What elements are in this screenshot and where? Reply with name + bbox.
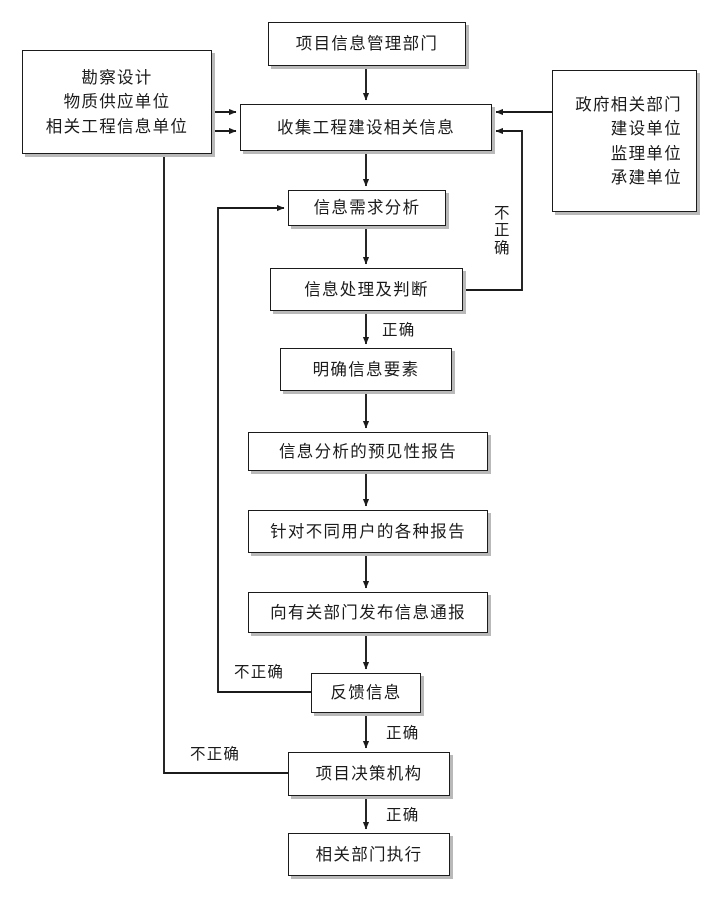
node-label: 反馈信息 [330,683,402,703]
node-label-line-3: 相关工程信息单位 [45,116,189,136]
node-label: 向有关部门发布信息通报 [270,602,466,622]
node-label-line-1: 政府相关部门 [575,94,682,114]
edge-label-feedback-incorrect: 不正确 [234,663,285,681]
edge-judge-incorrect-to-collect [463,127,523,291]
edge-label-judge-correct: 正确 [382,321,416,339]
node-label-line-4: 承建单位 [610,167,682,187]
node-feedback-info[interactable]: 反馈信息 [311,673,421,713]
node-label: 项目决策机构 [315,764,423,784]
node-right-sources[interactable]: 政府相关部门 建设单位 监理单位 承建单位 [552,70,697,212]
node-label: 信息分析的预见性报告 [279,441,457,461]
node-predictive-report[interactable]: 信息分析的预见性报告 [248,432,488,471]
node-label: 明确信息要素 [312,359,420,379]
node-label: 收集工程建设相关信息 [277,117,455,137]
node-label-line-2: 建设单位 [610,119,682,139]
node-clarify-elements[interactable]: 明确信息要素 [280,348,452,391]
node-label-line-3: 监理单位 [610,143,682,163]
edge-label-feedback-correct: 正确 [386,724,420,742]
node-label-line-1: 勘察设计 [81,68,153,88]
node-label-line-2: 物质供应单位 [63,92,171,112]
node-label: 针对不同用户的各种报告 [270,521,466,541]
node-decision-org[interactable]: 项目决策机构 [288,752,450,796]
node-dept-execute[interactable]: 相关部门执行 [288,833,450,876]
node-left-sources[interactable]: 勘察设计 物质供应单位 相关工程信息单位 [22,50,212,154]
edge-label-judge-incorrect: 不正确 [494,204,511,257]
node-label: 信息需求分析 [313,198,421,218]
edge-label-decision-correct: 正确 [386,806,420,824]
node-info-mgmt-dept[interactable]: 项目信息管理部门 [268,22,466,66]
node-demand-analysis[interactable]: 信息需求分析 [288,190,446,226]
node-user-reports[interactable]: 针对不同用户的各种报告 [248,510,488,553]
node-process-judge[interactable]: 信息处理及判断 [270,268,463,311]
edge-label-decision-incorrect: 不正确 [190,745,241,763]
node-publish-bulletin[interactable]: 向有关部门发布信息通报 [248,592,488,633]
node-label: 项目信息管理部门 [295,34,439,54]
node-collect-info[interactable]: 收集工程建设相关信息 [240,104,492,151]
node-label: 信息处理及判断 [304,279,429,299]
node-label: 相关部门执行 [315,844,423,864]
